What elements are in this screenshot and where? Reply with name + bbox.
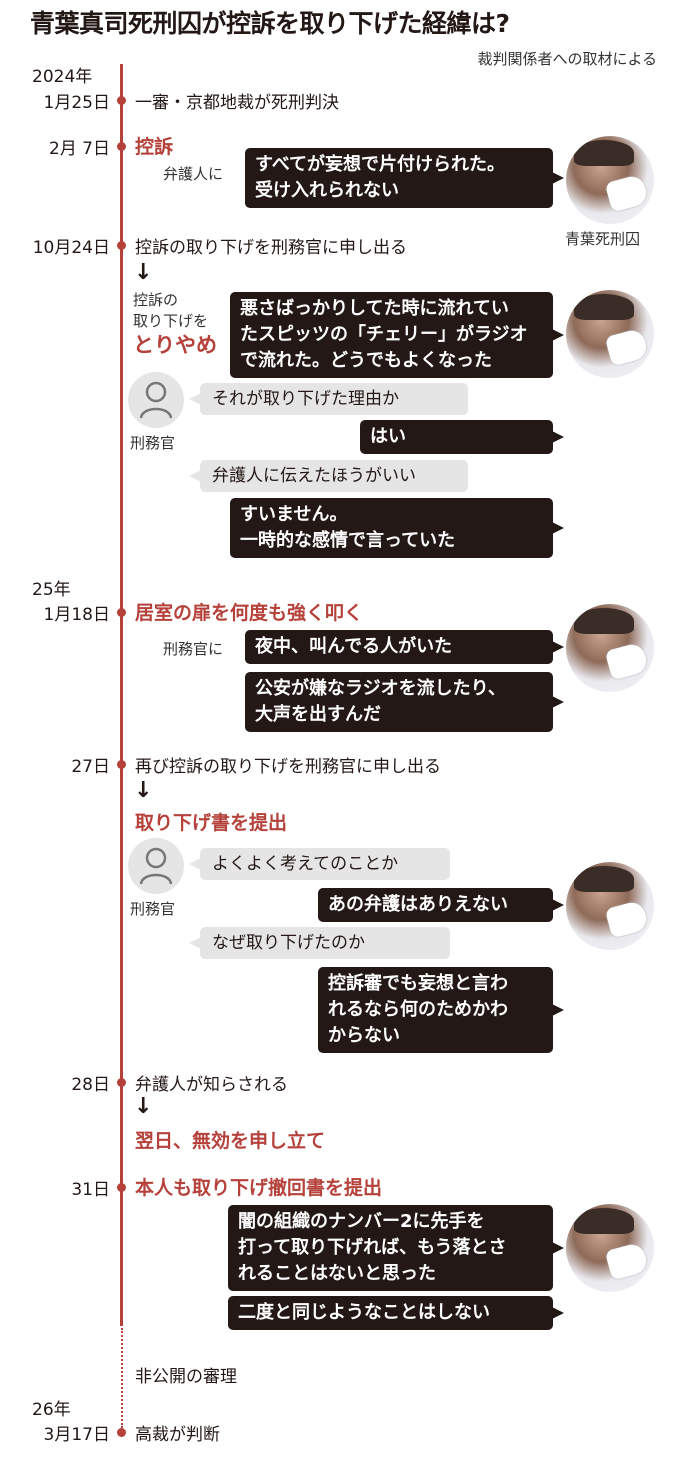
result-line: 控訴の — [133, 291, 179, 309]
quote-line: すべてが妄想で片付けられた。 — [255, 154, 506, 175]
event-text: 本人も取り下げ撤回書を提出 — [135, 1177, 383, 1199]
quote-line: れるなら何のためかわ — [328, 999, 508, 1020]
event-text: 居室の扉を何度も強く叩く — [135, 602, 364, 624]
officer-avatar-icon — [128, 372, 184, 428]
result-line: 取り下げを — [133, 312, 209, 330]
event-text: 控訴 — [135, 136, 174, 158]
quote-line: 打って取り下げれば、もう落とさ — [238, 1237, 507, 1258]
event-text: 高裁が判断 — [135, 1425, 220, 1445]
timeline-dot — [117, 1078, 126, 1087]
officer-bubble: それが取り下げた理由か — [189, 383, 468, 415]
speech-bubble: すべてが妄想で片付けられた。 受け入れられない — [245, 148, 564, 208]
timeline-dot — [117, 142, 126, 151]
result-text: 取り下げ書を提出 — [135, 812, 288, 834]
arrow-down-icon: ↓ — [134, 260, 153, 285]
speech-bubble: 控訴審でも妄想と言わ れるなら何のためかわ からない — [318, 967, 564, 1053]
event-text: 弁護人が知らされる — [135, 1075, 288, 1095]
year-label: 26年 — [32, 1400, 71, 1420]
defendant-photo — [566, 1204, 654, 1292]
quote-line: 公安が嫌なラジオを流したり、 — [255, 678, 506, 699]
timeline-dot — [117, 241, 126, 250]
officer-label: 刑務官 — [130, 900, 176, 918]
officer-bubble: 弁護人に伝えたほうがいい — [189, 460, 468, 492]
result-label: 控訴の 取り下げを とりやめ — [133, 290, 217, 358]
speech-bubble: あの弁護はありえない — [318, 888, 564, 922]
event-date: 10月24日 — [32, 238, 110, 258]
quote-line: すいません。 — [240, 504, 348, 525]
quote-line: たスピッツの「チェリー」がラジオ — [240, 324, 528, 345]
speech-bubble: 闇の組織のナンバー2に先手を 打って取り下げれば、もう落とさ れることはないと思… — [228, 1205, 564, 1291]
year-label: 25年 — [32, 580, 71, 600]
result-emphasis: とりやめ — [133, 333, 217, 357]
result-text: 翌日、無効を申し立て — [135, 1130, 326, 1152]
event-date: 1月18日 — [43, 605, 110, 625]
quote-line: で流れた。どうでもよくなった — [240, 350, 492, 371]
quote-line: 悪さばっかりしてた時に流れてい — [240, 298, 509, 319]
officer-avatar-icon — [128, 838, 184, 894]
event-date: 2月 7日 — [48, 139, 110, 159]
quote-line: 闇の組織のナンバー2に先手を — [238, 1211, 485, 1232]
source-note: 裁判関係者への取材による — [477, 50, 657, 68]
recipient-label: 弁護人に — [163, 165, 224, 183]
speech-bubble: 夜中、叫んでる人がいた — [245, 630, 564, 664]
event-text: 一審・京都地裁が死刑判決 — [135, 93, 339, 113]
event-text: 非公開の審理 — [135, 1367, 237, 1387]
quote-line: 受け入れられない — [255, 180, 399, 201]
speech-bubble: はい — [360, 420, 564, 454]
page-title: 青葉真司死刑囚が控訴を取り下げた経緯は? — [30, 9, 510, 38]
event-date: 27日 — [71, 757, 110, 777]
speech-bubble: 公安が嫌なラジオを流したり、 大声を出すんだ — [245, 672, 564, 732]
event-text: 控訴の取り下げを刑務官に申し出る — [135, 238, 407, 258]
speech-bubble: 悪さばっかりしてた時に流れてい たスピッツの「チェリー」がラジオ で流れた。どう… — [230, 292, 564, 378]
officer-bubble: なぜ取り下げたのか — [189, 927, 450, 959]
event-date: 1月25日 — [43, 93, 110, 113]
quote-line: 控訴審でも妄想と言わ — [328, 973, 508, 994]
defendant-label: 青葉死刑囚 — [565, 230, 641, 248]
officer-bubble: よくよく考えてのことか — [189, 848, 450, 880]
recipient-label: 刑務官に — [163, 640, 224, 658]
timeline-line — [120, 64, 123, 1326]
officer-label: 刑務官 — [130, 434, 176, 452]
arrow-down-icon: ↓ — [134, 1094, 153, 1119]
defendant-photo — [566, 136, 654, 224]
defendant-photo — [566, 290, 654, 378]
quote-line: 大声を出すんだ — [255, 704, 381, 725]
timeline-dot — [117, 608, 126, 617]
timeline-dotted-line — [121, 1328, 123, 1428]
defendant-photo — [566, 862, 654, 950]
quote-line: れることはないと思った — [238, 1263, 436, 1284]
timeline-dot — [117, 760, 126, 769]
event-date: 3月17日 — [43, 1425, 110, 1445]
timeline-dot — [117, 96, 126, 105]
event-date: 28日 — [71, 1075, 110, 1095]
timeline-dot — [117, 1183, 126, 1192]
event-date: 31日 — [71, 1180, 110, 1200]
quote-line: からない — [328, 1025, 400, 1046]
year-label: 2024年 — [32, 67, 93, 87]
quote-line: 一時的な感情で言っていた — [240, 530, 456, 551]
speech-bubble: すいません。 一時的な感情で言っていた — [230, 498, 564, 558]
arrow-down-icon: ↓ — [134, 778, 153, 803]
event-text: 再び控訴の取り下げを刑務官に申し出る — [135, 757, 441, 777]
timeline-dot — [117, 1428, 126, 1437]
defendant-photo — [566, 604, 654, 692]
speech-bubble: 二度と同じようなことはしない — [228, 1296, 564, 1330]
